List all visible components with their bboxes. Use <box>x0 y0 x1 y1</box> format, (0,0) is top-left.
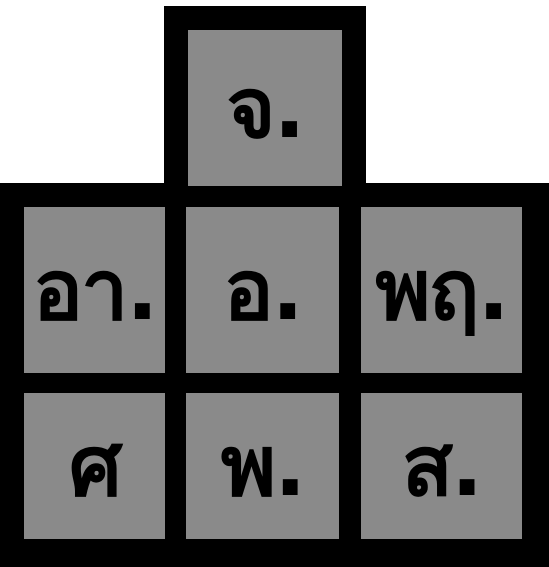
key-label-tuesday: อ. <box>223 241 303 339</box>
key-label-sunday: อา. <box>32 241 159 339</box>
key-thursday[interactable]: พฤ. <box>361 207 522 373</box>
key-sunday[interactable]: อา. <box>24 207 165 373</box>
key-label-saturday: ส. <box>401 417 483 515</box>
key-label-wednesday: พ. <box>220 417 306 515</box>
key-label-monday: จ. <box>226 59 305 157</box>
key-label-friday: ศ <box>68 417 122 515</box>
key-friday[interactable]: ศ <box>24 393 165 539</box>
key-tuesday[interactable]: อ. <box>186 207 339 373</box>
key-label-thursday: พฤ. <box>375 241 509 339</box>
key-wednesday[interactable]: พ. <box>186 393 339 539</box>
key-monday[interactable]: จ. <box>188 30 342 186</box>
key-saturday[interactable]: ส. <box>361 393 522 539</box>
